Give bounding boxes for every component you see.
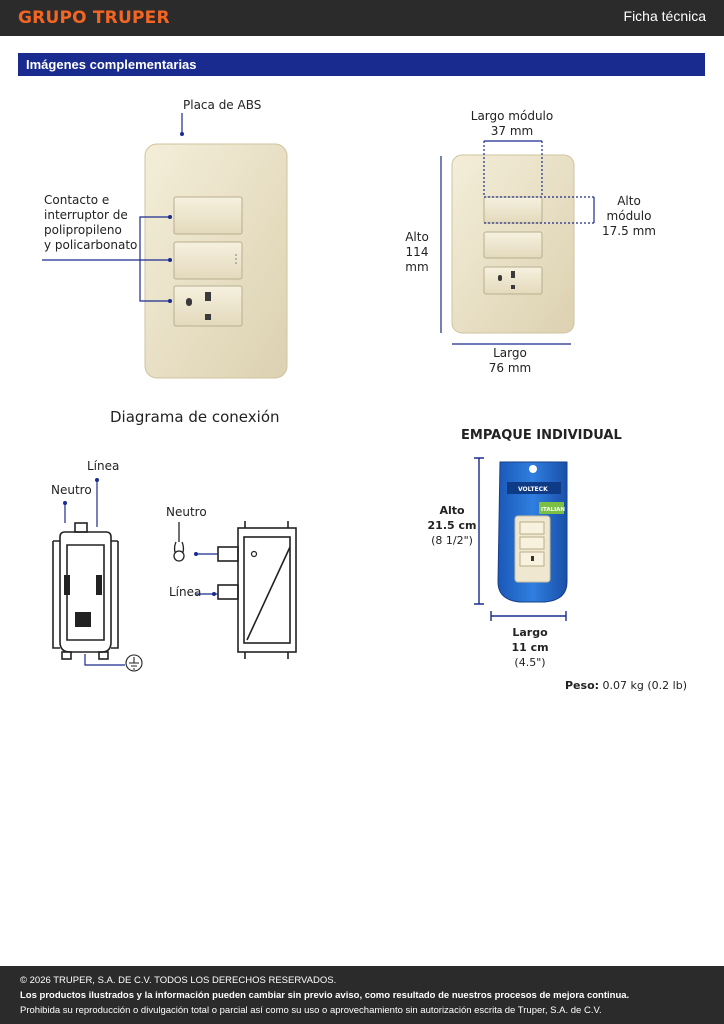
total-length-value: 76 mm <box>488 361 532 375</box>
package-length-value: 11 cm <box>511 641 549 654</box>
dimension-lines <box>440 140 595 345</box>
weight-value: 0.07 kg (0.2 lb) <box>602 679 687 692</box>
contact-label-line-4: y policarbonato <box>44 238 138 252</box>
bulb-icon <box>173 522 185 562</box>
contact-label-line-3: polipropileno <box>44 223 122 237</box>
total-height-label: Alto <box>405 230 429 244</box>
brand-logo: GRUPO TRUPER <box>18 8 170 28</box>
document-type-label: Ficha técnica <box>623 8 706 24</box>
package-length-label: Largo <box>512 626 548 639</box>
contact-label-line-1: Contacto e <box>44 193 110 207</box>
outlet-line-label: Línea <box>87 459 120 473</box>
outlet-diagram <box>52 522 119 660</box>
top-header-bar: GRUPO TRUPER Ficha técnica <box>0 0 724 36</box>
product-callout-lines <box>42 113 183 302</box>
pack-brand-text: VOLTECK <box>518 486 548 493</box>
outlet-neutral-label: Neutro <box>51 483 92 497</box>
wiring-diagram-title: Diagrama de conexión <box>110 408 280 426</box>
contact-label-line-2: interruptor de <box>44 208 128 222</box>
package-length-imperial: (4.5") <box>514 656 546 669</box>
module-height-value: 17.5 mm <box>602 224 656 238</box>
package-weight: Peso: 0.07 kg (0.2 lb) <box>565 678 687 693</box>
package-illustration: VOLTECK ITALIAN <box>497 461 568 603</box>
section-header-bar: Imágenes complementarias <box>18 53 705 76</box>
module-length-value: 37 mm <box>490 124 534 138</box>
package-height-imperial: (8 1/2") <box>431 534 473 547</box>
switch-diagram <box>217 521 297 659</box>
package-height-label: Alto <box>439 504 465 517</box>
total-height-dimension: Alto 114 mm <box>393 230 441 275</box>
contact-material-label: Contacto e interruptor de polipropileno … <box>44 193 154 253</box>
pack-tag-text: ITALIAN <box>541 507 565 513</box>
plate-material-label: Placa de ABS <box>183 98 262 112</box>
total-height-value: 114 mm <box>405 245 429 274</box>
footer-prohibition: Prohibida su reproducción o divulgación … <box>20 1005 602 1016</box>
product-plate-illustration <box>144 143 288 379</box>
section-title: Imágenes complementarias <box>26 57 197 72</box>
dimension-plate-illustration <box>451 154 575 334</box>
package-height-value: 21.5 cm <box>427 519 477 532</box>
package-dimension-lines <box>474 457 567 621</box>
module-length-dimension: Largo módulo 37 mm <box>462 109 562 139</box>
footer-copyright: © 2026 TRUPER, S.A. DE C.V. TODOS LOS DE… <box>20 975 337 986</box>
footer-bar: © 2026 TRUPER, S.A. DE C.V. TODOS LOS DE… <box>0 966 724 1024</box>
module-length-label: Largo módulo <box>470 109 554 123</box>
footer-notice: Los productos ilustrados y la informació… <box>20 990 630 1001</box>
package-length-dimension: Largo 11 cm (4.5") <box>503 625 557 670</box>
total-length-dimension: Largo 76 mm <box>480 346 540 376</box>
switch-line-label: Línea <box>169 585 202 599</box>
packaging-title: EMPAQUE INDIVIDUAL <box>461 428 622 443</box>
ground-icon <box>125 654 143 672</box>
module-height-dimension: Alto módulo 17.5 mm <box>594 194 664 239</box>
package-height-dimension: Alto 21.5 cm (8 1/2") <box>425 503 479 548</box>
module-height-label: Alto módulo <box>606 194 652 223</box>
total-length-label: Largo <box>493 346 527 360</box>
switch-neutral-label: Neutro <box>166 505 207 519</box>
weight-label: Peso: <box>565 679 600 692</box>
